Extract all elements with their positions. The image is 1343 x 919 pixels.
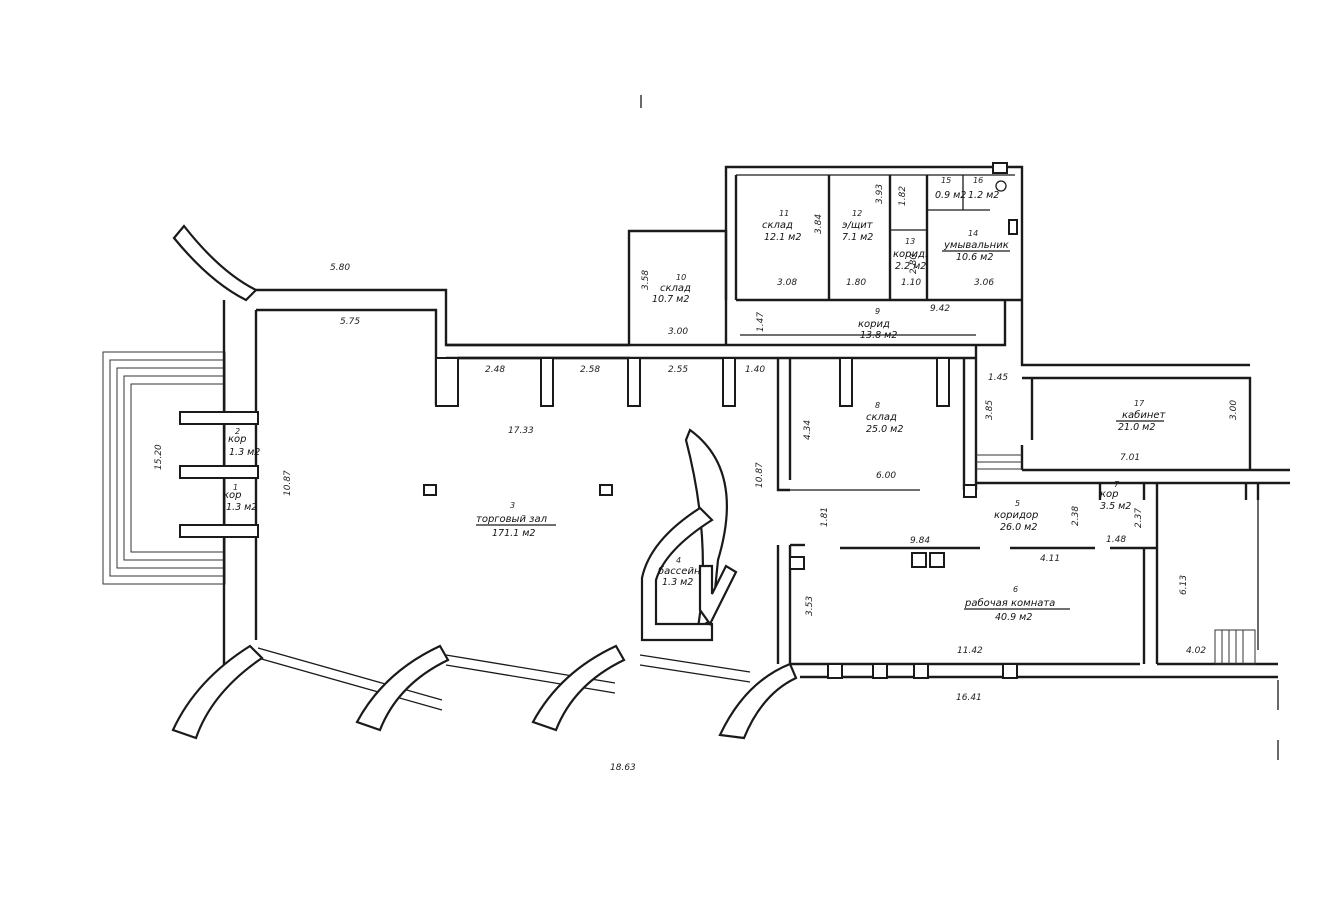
- room-1-name: кор: [223, 490, 242, 501]
- room-7-name: кор: [1100, 489, 1119, 500]
- room-3-area: 171.1 м2: [492, 528, 535, 539]
- room-9-number: 9: [875, 307, 880, 316]
- room-4-number: 4: [676, 556, 681, 565]
- room-6-number: 6: [1013, 585, 1018, 594]
- dim-label: 3.08: [777, 278, 797, 288]
- room-3-name: торговый зал: [476, 514, 548, 525]
- dim-label: 1.40: [745, 365, 765, 375]
- room-15-number: 15: [941, 176, 951, 185]
- room-9-area: 13.8 м2: [860, 330, 897, 341]
- room-5-area: 26.0 м2: [1000, 522, 1037, 533]
- dim-label: 1.10: [901, 278, 921, 288]
- room-17-number: 17: [1134, 399, 1145, 408]
- room-1-number: 1: [233, 483, 238, 492]
- room-5-name: коридор: [994, 510, 1038, 521]
- room-12-area: 7.1 м2: [842, 232, 873, 243]
- room-4-area: 1.3 м2: [662, 577, 693, 588]
- dim-label: 1.47: [756, 312, 766, 332]
- room-16-number: 16: [973, 176, 983, 185]
- dim-label: 3.93: [875, 184, 885, 204]
- dim-label: 3.58: [641, 270, 651, 290]
- room-4-name: бассейн: [658, 565, 701, 577]
- room-8-area: 25.0 м2: [866, 424, 903, 435]
- room-11-number: 11: [779, 209, 789, 218]
- room-12-name: э/щит: [842, 220, 874, 231]
- dim-label: 9.42: [930, 304, 950, 314]
- room-6-area: 40.9 м2: [995, 612, 1032, 623]
- dim-label: 2.80: [909, 254, 919, 274]
- dim-label: 4.11: [1040, 554, 1060, 564]
- dim-label: 1.82: [898, 186, 908, 206]
- dim-label: 1.80: [846, 278, 866, 288]
- room-13-name: корид.: [893, 249, 928, 260]
- room-8-number: 8: [875, 401, 880, 410]
- dim-label: 11.42: [957, 646, 983, 656]
- room-3-number: 3: [510, 501, 515, 510]
- dim-label: 3.00: [1229, 400, 1239, 420]
- dim-label: 3.84: [814, 214, 824, 234]
- room-14-area: 10.6 м2: [956, 252, 993, 263]
- dim-label: 6.00: [876, 471, 896, 481]
- room-1-area: 1.3 м2: [226, 502, 257, 513]
- room-16-area: 1.2 м2: [968, 190, 999, 201]
- room-8-name: склад: [866, 412, 897, 423]
- room-12-number: 12: [852, 209, 862, 218]
- room-10-number: 10: [676, 273, 686, 282]
- outer-walls: [171, 224, 1279, 760]
- room-14-number: 14: [968, 229, 978, 238]
- dim-label: 3.53: [805, 596, 815, 616]
- room-11-area: 12.1 м2: [764, 232, 801, 243]
- dim-label: 1.81: [820, 507, 830, 527]
- room-17-name: кабинет: [1122, 409, 1167, 421]
- dim-label: 16.41: [956, 693, 982, 703]
- dim-label: 1.45: [988, 373, 1008, 383]
- room-2-number: 2: [235, 427, 240, 436]
- room-2-area: 1.3 м2: [229, 447, 260, 458]
- room-13-area: 2.2 м2: [895, 261, 926, 272]
- dim-label: 1.48: [1106, 535, 1126, 545]
- dim-label: 9.84: [910, 536, 930, 546]
- room-10-name: склад: [660, 283, 691, 294]
- dim-label: 10.87: [283, 470, 293, 496]
- dim-label: 4.02: [1186, 646, 1206, 656]
- room-14-name: умывальник: [943, 240, 1009, 251]
- dim-label: 2.38: [1071, 506, 1081, 526]
- dim-label: 3.06: [974, 278, 994, 288]
- dim-label: 2.48: [485, 365, 505, 375]
- room-15-area: 0.9 м2: [935, 190, 966, 201]
- room-7-area: 3.5 м2: [1100, 501, 1131, 512]
- room-9-name: корид: [858, 319, 890, 330]
- dim-label: 2.58: [580, 365, 600, 375]
- room-2-name: кор: [228, 434, 247, 445]
- dim-label: 2.37: [1134, 508, 1144, 528]
- dim-label: 2.55: [668, 365, 688, 375]
- dim-label: 4.34: [803, 420, 813, 440]
- dim-label: 6.13: [1179, 575, 1189, 595]
- room-6-name: рабочая комната: [964, 597, 1055, 609]
- dimension-labels: 5.80 5.75 2.48 2.58 2.55 1.40 17.33 10.8…: [154, 184, 1239, 773]
- dim-label: 10.87: [755, 462, 765, 488]
- room-17-area: 21.0 м2: [1118, 422, 1155, 433]
- room-7-number: 7: [1114, 480, 1120, 489]
- dim-label: 5.80: [330, 263, 350, 273]
- dim-label: 3.00: [668, 327, 688, 337]
- room-labels: 1 кор 1.3 м2 2 кор 1.3 м2 3 торговый зал…: [223, 176, 1167, 623]
- room-5-number: 5: [1015, 499, 1020, 508]
- dim-label: 7.01: [1120, 453, 1140, 463]
- interior-walls: [423, 162, 1290, 665]
- dim-label: 3.85: [985, 400, 995, 420]
- dim-label: 15.20: [154, 444, 164, 470]
- room-10-area: 10.7 м2: [652, 294, 689, 305]
- dim-label: 18.63: [610, 763, 636, 773]
- toilet-icon: [995, 180, 1007, 192]
- dim-label: 5.75: [340, 317, 360, 327]
- dim-label: 17.33: [508, 426, 534, 436]
- room-11-name: склад: [762, 220, 793, 231]
- room-13-number: 13: [905, 237, 915, 246]
